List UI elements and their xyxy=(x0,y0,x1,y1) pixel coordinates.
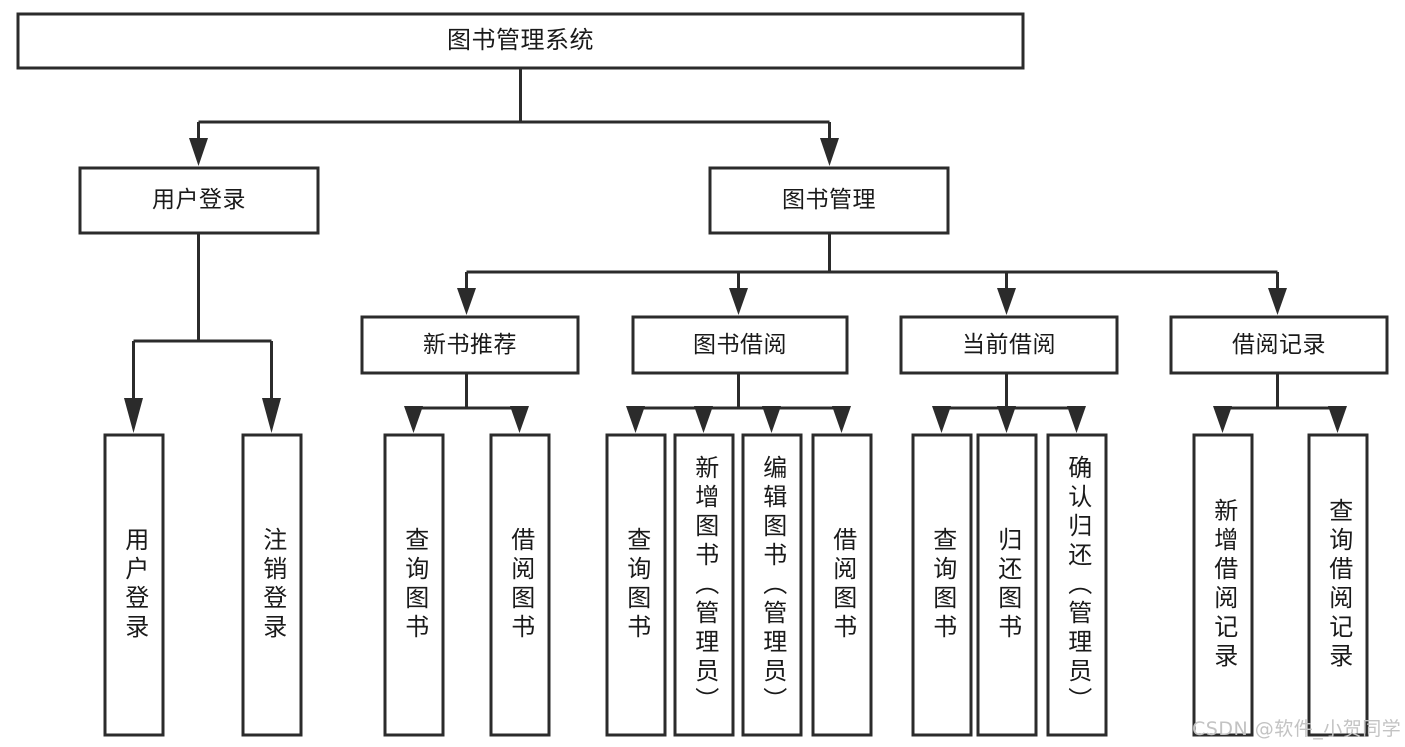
arrowhead-bb-leaf-3 xyxy=(762,406,781,433)
arrowhead-bb-leaf-2 xyxy=(694,406,713,433)
connector-group-user-login-leaves xyxy=(124,233,281,433)
node-box-borrow-record[interactable] xyxy=(1169,315,1389,375)
node-box-book-manage[interactable] xyxy=(708,166,950,235)
arrowhead-ul-leaf-1 xyxy=(124,398,143,433)
connector-group-book-manage-to-level3 xyxy=(457,233,1287,315)
arrowhead-nbr-leaf-1 xyxy=(404,406,423,433)
connector-group-book-borrow-leaves xyxy=(626,373,851,433)
arrowhead-bb-leaf-1 xyxy=(626,406,645,433)
arrowhead-nbr-leaf-2 xyxy=(510,406,529,433)
node-box-user-login[interactable] xyxy=(78,166,320,235)
arrowhead-cb-leaf-1 xyxy=(932,406,951,433)
connector-group-root-to-level2 xyxy=(189,68,839,166)
arrowhead-br-leaf-2 xyxy=(1328,406,1347,433)
node-box-new-book-rec[interactable] xyxy=(360,315,580,375)
arrowhead-to-new-book-rec xyxy=(457,288,476,315)
node-box-leaf-bb-1[interactable] xyxy=(605,433,667,737)
node-box-leaf-nbr-1[interactable] xyxy=(383,433,445,737)
csdn-watermark: CSDN @软件_小贺同学 xyxy=(1192,718,1402,740)
node-box-leaf-br-1[interactable] xyxy=(1192,433,1254,737)
node-box-leaf-bb-3[interactable] xyxy=(741,433,803,737)
node-box-leaf-cb-3[interactable] xyxy=(1046,433,1108,737)
node-box-leaf-br-2[interactable] xyxy=(1307,433,1369,737)
connector-group-borrow-record-leaves xyxy=(1213,373,1347,433)
node-box-leaf-bb-4[interactable] xyxy=(811,433,873,737)
arrowhead-to-borrow-record xyxy=(1268,288,1287,315)
node-box-leaf-ul-1[interactable] xyxy=(103,433,165,737)
node-box-leaf-bb-2[interactable] xyxy=(673,433,735,737)
arrowhead-to-user-login xyxy=(189,138,208,166)
arrowhead-to-book-manage xyxy=(820,138,839,166)
node-box-current-borrow[interactable] xyxy=(899,315,1119,375)
node-box-leaf-nbr-2[interactable] xyxy=(489,433,551,737)
node-box-leaf-cb-2[interactable] xyxy=(976,433,1038,737)
node-box-book-borrow[interactable] xyxy=(631,315,849,375)
arrowhead-cb-leaf-3 xyxy=(1067,406,1086,433)
node-box-root[interactable] xyxy=(16,12,1025,70)
node-box-leaf-cb-1[interactable] xyxy=(911,433,973,737)
arrowhead-br-leaf-1 xyxy=(1213,406,1232,433)
arrowhead-bb-leaf-4 xyxy=(832,406,851,433)
arrowhead-ul-leaf-2 xyxy=(262,398,281,433)
arrowhead-to-book-borrow xyxy=(729,288,748,315)
connector-group-current-borrow-leaves xyxy=(932,373,1086,433)
arrowhead-to-current-borrow xyxy=(997,288,1016,315)
arrowhead-cb-leaf-2 xyxy=(997,406,1016,433)
connector-group-new-book-rec-leaves xyxy=(404,373,529,433)
node-box-leaf-ul-2[interactable] xyxy=(241,433,303,737)
